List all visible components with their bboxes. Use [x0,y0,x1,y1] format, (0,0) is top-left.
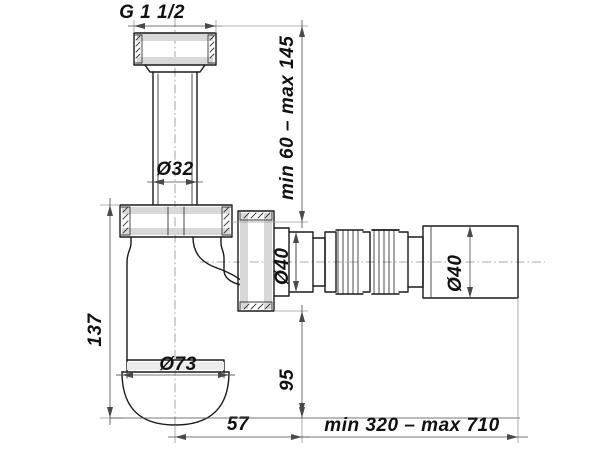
dimension-body-height: 137 [85,198,122,425]
dimension-pipe-diameter: Ø32 [147,159,203,185]
dimension-label-bowl-diameter: Ø73 [159,354,196,375]
dimension-label-outlet-height: 95 [277,369,298,391]
dimension-outlet-diameter-far: Ø40 [445,226,473,298]
dimension-label-total-length: min 320 – max 710 [324,415,499,436]
dimension-outlet-diameter-near: Ø40 [272,232,299,292]
dimension-label-pipe-diameter: Ø32 [156,159,193,180]
dimension-label-thread: G 1 1/2 [119,2,185,23]
dimension-total-length: min 320 – max 710 [296,415,528,440]
dimension-bowl-diameter: Ø73 [116,354,235,378]
dimension-upper-rail [110,298,520,443]
dimension-inlet-height: min 60 – max 145 [216,20,308,228]
side-outlet-nut [237,210,275,312]
body-coupling-nut [119,204,233,238]
dimension-label-outlet-diameter-near: Ø40 [272,248,293,285]
dimension-label-outlet-diameter-far: Ø40 [445,255,466,292]
corrugated-bellows-second [371,229,424,295]
top-coupling-nut [133,32,217,73]
trap-bowl [121,236,247,426]
corrugated-bellows-first [324,229,371,295]
dimension-thread-top: G 1 1/2 [119,2,222,33]
dimension-label-inlet-height: min 60 – max 145 [277,36,298,200]
dimension-outlet-height: 95 [274,305,308,418]
dimension-label-body-height: 137 [85,312,106,346]
dimension-body-offset: 57 [168,414,310,443]
dimension-label-body-offset: 57 [227,414,250,435]
